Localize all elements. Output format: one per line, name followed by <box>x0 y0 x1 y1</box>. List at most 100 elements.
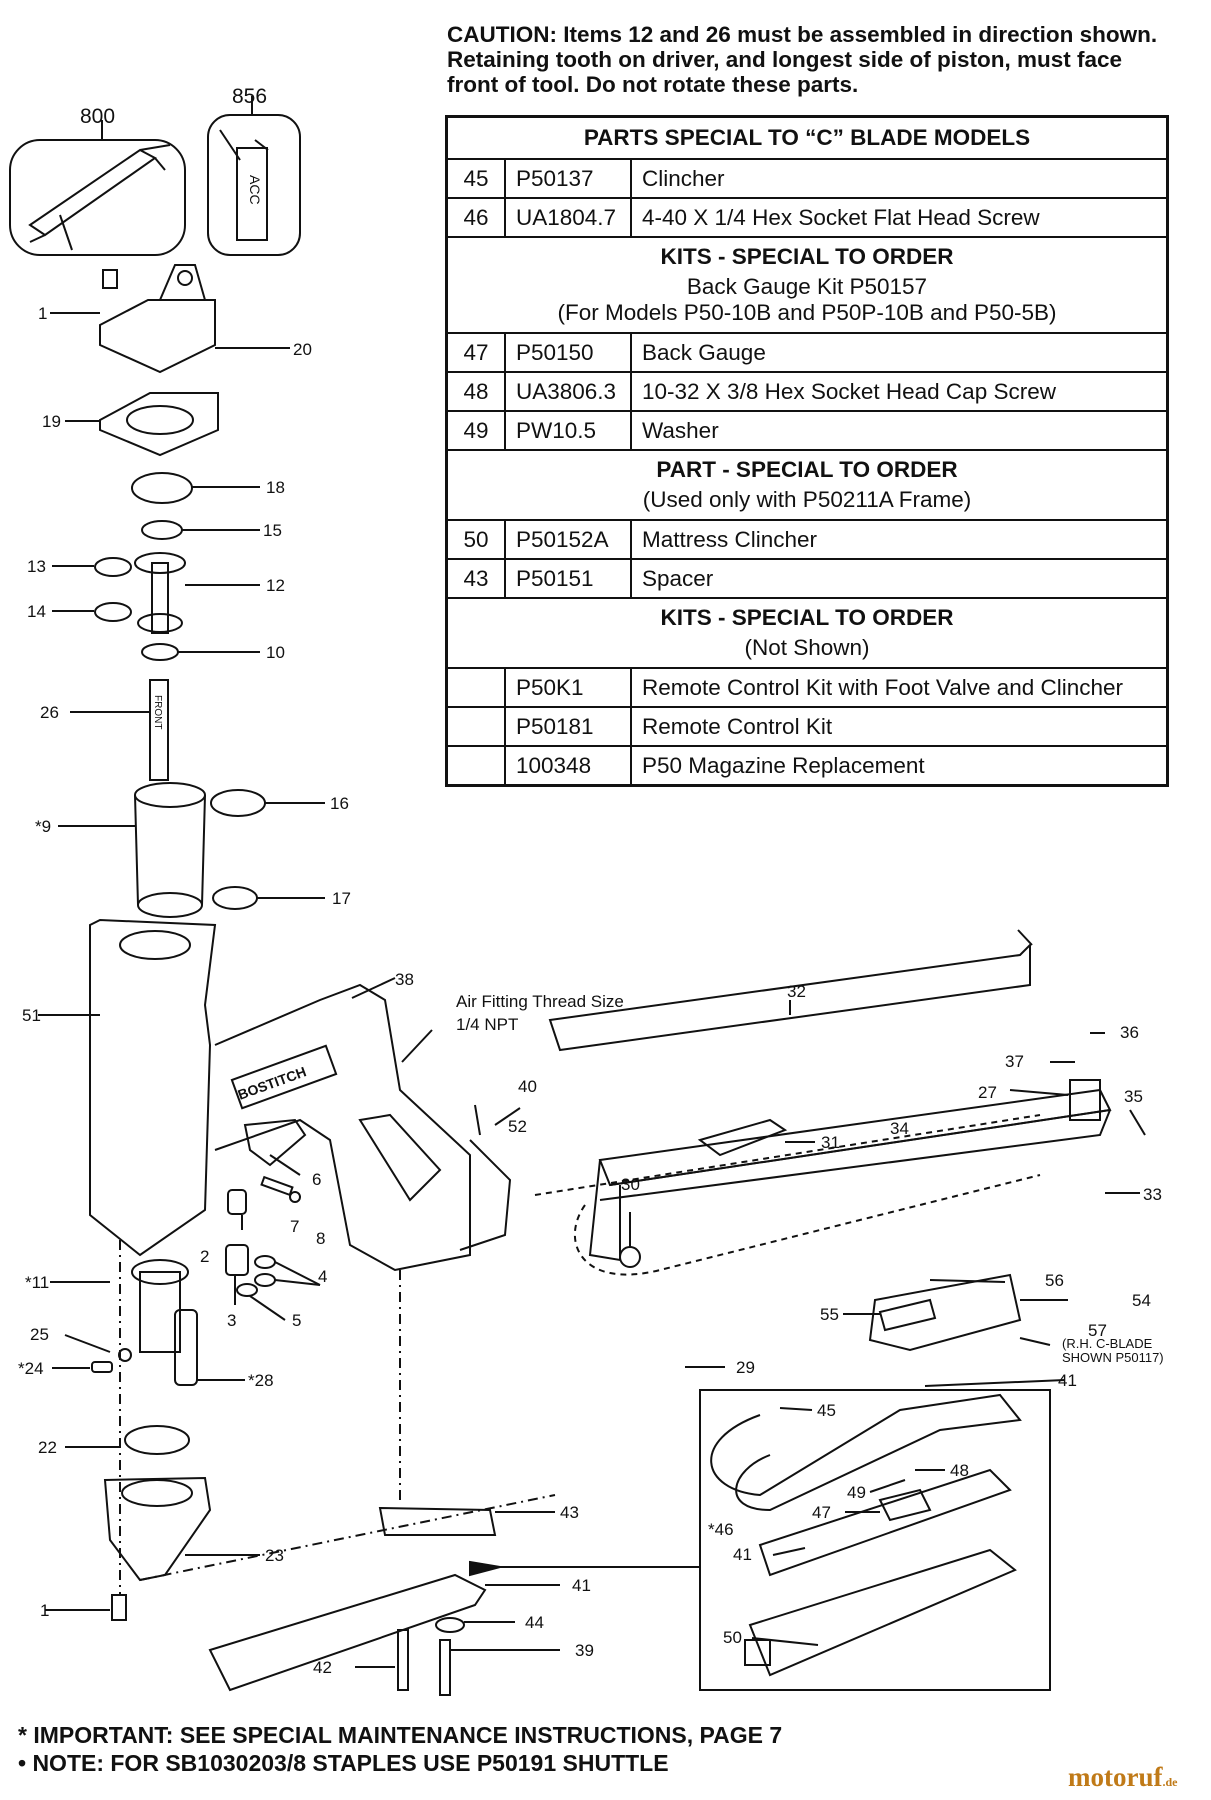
label-acc: ACC <box>247 175 263 205</box>
section-header-cell: KITS - SPECIAL TO ORDER (Not Shown) <box>445 597 1169 669</box>
callout-19: 19 <box>42 412 61 431</box>
section-title: PARTS SPECIAL TO “C” BLADE MODELS <box>583 125 1031 150</box>
table-section-header: PART - SPECIAL TO ORDER(Used only with P… <box>445 449 1169 521</box>
callout-15: 15 <box>263 521 282 540</box>
callout-22: 22 <box>38 1438 57 1457</box>
callout-47: 47 <box>812 1503 831 1522</box>
description-cell: 4-40 X 1/4 Hex Socket Flat Head Screw <box>630 197 1169 238</box>
description-cell: Washer <box>630 410 1169 451</box>
callout-41-inset-top: 41 <box>1058 1371 1077 1390</box>
description-cell: Remote Control Kit <box>630 706 1169 747</box>
callout-25: 25 <box>30 1325 49 1344</box>
callout-33: 33 <box>1143 1185 1162 1204</box>
part-number-cell: P50K1 <box>504 667 632 708</box>
footnote-note: • NOTE: FOR SB1030203/8 STAPLES USE P501… <box>18 1750 669 1776</box>
callout-49: 49 <box>847 1483 866 1502</box>
callout-800: 800 <box>80 105 115 128</box>
callout-51: 51 <box>22 1006 41 1025</box>
item-number-cell <box>445 667 506 708</box>
part-number-cell: PW10.5 <box>504 410 632 451</box>
callout-36: 36 <box>1120 1023 1139 1042</box>
callout-23: 23 <box>265 1546 284 1565</box>
callout-31: 31 <box>821 1133 840 1152</box>
callout-4: 4 <box>318 1267 327 1286</box>
section-title: KITS - SPECIAL TO ORDER <box>660 605 954 630</box>
callout-7: 7 <box>290 1217 299 1236</box>
section-title: KITS - SPECIAL TO ORDER <box>660 244 954 269</box>
callout-52: 52 <box>508 1117 527 1136</box>
callout-57: 57 <box>1088 1321 1107 1340</box>
callout-54: 54 <box>1132 1291 1151 1310</box>
callout-20: 20 <box>293 340 312 359</box>
table-section-header: PARTS SPECIAL TO “C” BLADE MODELS <box>445 115 1169 160</box>
callout-1-bottom: 1 <box>40 1601 49 1620</box>
item-number-cell: 46 <box>445 197 506 238</box>
item-number-cell: 45 <box>445 158 506 199</box>
diagram-drawing <box>9 96 1146 1696</box>
callout-24: *24 <box>18 1359 44 1378</box>
callout-39: 39 <box>575 1641 594 1660</box>
part-number-cell: P50181 <box>504 706 632 747</box>
section-subtitle: (For Models P50-10B and P50P-10B and P50… <box>557 300 1057 325</box>
callout-12: 12 <box>266 576 285 595</box>
section-header-cell: KITS - SPECIAL TO ORDER Back Gauge Kit P5… <box>445 236 1169 334</box>
item-number-cell <box>445 706 506 747</box>
table-section-header: KITS - SPECIAL TO ORDER Back Gauge Kit P5… <box>445 236 1169 334</box>
callout-16: 16 <box>330 794 349 813</box>
part-number-cell: P50150 <box>504 332 632 373</box>
callout-34: 34 <box>890 1119 909 1138</box>
watermark-logo: motoruf.de <box>1068 1762 1177 1793</box>
part-number-cell: P50152A <box>504 519 632 560</box>
part-number-cell: P50137 <box>504 158 632 199</box>
footnote-important: * IMPORTANT: SEE SPECIAL MAINTENANCE INS… <box>18 1722 783 1748</box>
table-section-header: KITS - SPECIAL TO ORDER (Not Shown) <box>445 597 1169 669</box>
item-number-cell: 49 <box>445 410 506 451</box>
callout-3: 3 <box>227 1311 236 1330</box>
callout-13: 13 <box>27 557 46 576</box>
description-cell: 10-32 X 3/8 Hex Socket Head Cap Screw <box>630 371 1169 412</box>
part-number-cell: UA1804.7 <box>504 197 632 238</box>
section-subtitle: (Not Shown) <box>744 635 870 660</box>
callout-41-lower: 41 <box>572 1576 591 1595</box>
callout-42: 42 <box>313 1658 332 1677</box>
section-subtitle: Back Gauge Kit P50157 <box>686 274 928 299</box>
part-number-cell: UA3806.3 <box>504 371 632 412</box>
callout-40: 40 <box>518 1077 537 1096</box>
callout-11: *11 <box>25 1273 49 1292</box>
callout-10: 10 <box>266 643 285 662</box>
section-title: PART - SPECIAL TO ORDER <box>656 457 958 482</box>
section-header-cell: PART - SPECIAL TO ORDER(Used only with P… <box>445 449 1169 521</box>
callout-41-inset-mid: 41 <box>733 1545 752 1564</box>
item-number-cell: 43 <box>445 558 506 599</box>
callout-26: 26 <box>40 703 59 722</box>
callout-8: 8 <box>316 1229 325 1248</box>
callout-30: 30 <box>621 1175 640 1194</box>
description-cell: P50 Magazine Replacement <box>630 745 1169 787</box>
callout-856: 856 <box>232 85 267 108</box>
callout-50: 50 <box>723 1628 742 1647</box>
section-header-cell: PARTS SPECIAL TO “C” BLADE MODELS <box>445 115 1169 160</box>
callout-55: 55 <box>820 1305 839 1324</box>
description-cell: Back Gauge <box>630 332 1169 373</box>
item-number-cell: 50 <box>445 519 506 560</box>
air-fitting-note-1: Air Fitting Thread Size <box>456 992 624 1011</box>
callout-44: 44 <box>525 1613 544 1632</box>
callout-5: 5 <box>292 1311 301 1330</box>
callout-17: 17 <box>332 889 351 908</box>
label-driver-front: FRONT <box>152 695 163 729</box>
watermark-tld: .de <box>1162 1775 1178 1789</box>
description-cell: Spacer <box>630 558 1169 599</box>
description-cell: Clincher <box>630 158 1169 199</box>
callout-46: *46 <box>708 1520 734 1539</box>
